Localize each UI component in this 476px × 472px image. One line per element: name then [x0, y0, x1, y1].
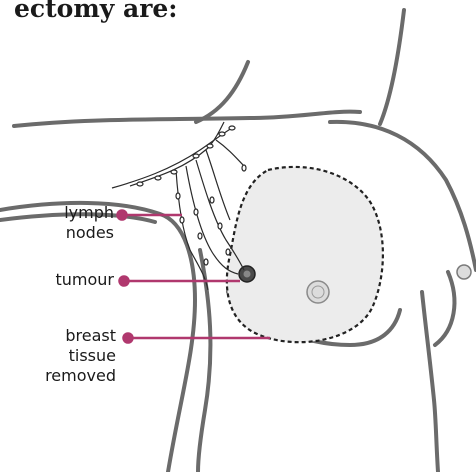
right-nipple-icon [457, 265, 471, 279]
tissue-leader-dot [124, 334, 133, 343]
removed-tissue-region [227, 167, 383, 342]
right-torso-outline [422, 292, 438, 472]
lymph-nodes-label: lymph nodes [40, 203, 114, 243]
lymph-leader-dot [118, 211, 127, 220]
tumour-label: tumour [40, 270, 114, 290]
breast-tissue-removed-label: breast tissue removed [30, 326, 116, 386]
tumour-leader-dot [120, 277, 129, 286]
axilla-curve [198, 250, 210, 472]
right-breast-curve [435, 272, 454, 345]
neck-outline [196, 62, 248, 122]
nipple-icon [307, 281, 329, 303]
shoulder-line [14, 112, 360, 126]
neck-right-outline [380, 10, 404, 124]
